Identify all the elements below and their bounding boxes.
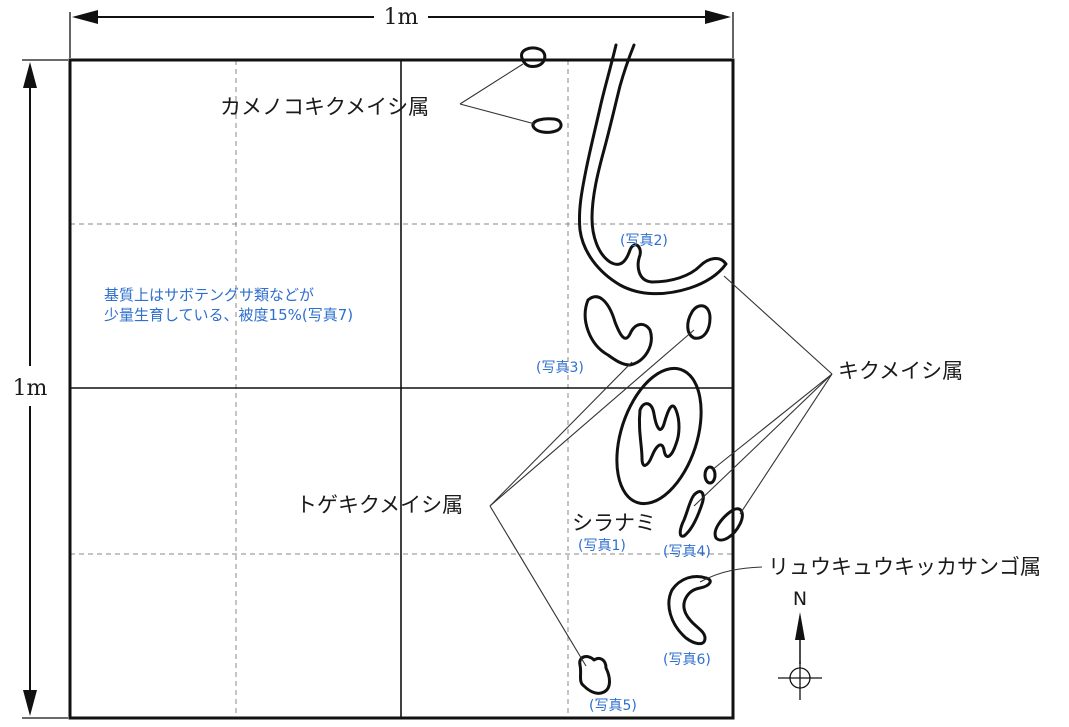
leader-kikumeishi-3 [693,373,833,507]
leader-kikumeishi-2 [711,373,833,471]
colony-shiranami [615,366,703,506]
leader-kamenoko-2 [459,103,536,125]
photo-label-4: (写真4) [663,544,711,560]
label-shiranami: シラナミ [572,511,656,535]
width-dimension: 1m [69,5,734,58]
north-label: N [793,588,807,610]
height-arrow-top [23,62,37,88]
colony-photo4-b [713,507,744,542]
substrate-note-line1: 基質上はサボテングサ類などが [104,286,314,304]
photo-label-6: (写真6) [663,652,711,668]
colony-photo6 [667,575,712,646]
north-arrow-head [795,612,805,640]
species-labels: カメノコキクメイシ属 キクメイシ属 トゲキクメイシ属 シラナミ リュウキュウキッ… [220,95,1041,579]
height-label: 1m [13,376,48,401]
photo-annotations: (写真2) (写真3) (写真1) (写真4) (写真6) (写真5) 基質上は… [104,233,711,714]
leader-ryukyu [699,566,763,583]
leader-kikumeishi-4 [739,373,833,515]
substrate-note-line2: 少量生育している、被度15%(写真7) [104,306,353,324]
width-arrow-left [72,10,98,24]
width-label: 1m [384,5,419,30]
leader-toge-2 [489,329,695,507]
height-arrow-bottom [23,690,37,716]
label-kikumeishi: キクメイシ属 [838,359,963,383]
north-compass: N [778,588,822,700]
height-dimension: 1m [13,59,68,719]
photo-label-5: (写真5) [589,698,637,714]
label-kamenokokikumeishi: カメノコキクメイシ属 [220,95,429,119]
colony-photo4-a [678,490,705,538]
leader-toge-1 [489,361,633,507]
crosshair-icon [778,662,822,700]
leader-lines [459,63,833,667]
colony-kamenoko-1 [520,46,547,68]
colony-kikumeishi-dot [703,465,717,485]
leader-kamenoko-1 [459,63,524,105]
quadrat-grid [68,58,735,720]
photo-label-2: (写真2) [620,233,668,249]
quadrat-border [68,58,735,720]
coral-colonies [520,43,744,695]
label-togekikumeishi: トゲキクメイシ属 [296,493,463,517]
colony-photo3 [583,295,653,367]
leader-kikumeishi-1 [723,275,833,375]
colony-shiranami-zigzag [637,402,681,467]
colony-small-right [686,304,712,340]
photo-label-1: (写真1) [578,538,626,554]
width-arrow-right [705,10,731,24]
colony-kamenoko-2 [531,117,563,134]
colony-photo5 [578,655,611,695]
photo-label-3: (写真3) [536,360,584,376]
leader-toge-3 [489,505,587,667]
label-ryukyukikkasango: リュウキュウキッカサンゴ属 [768,555,1041,579]
colony-branching-photo2 [578,43,728,296]
